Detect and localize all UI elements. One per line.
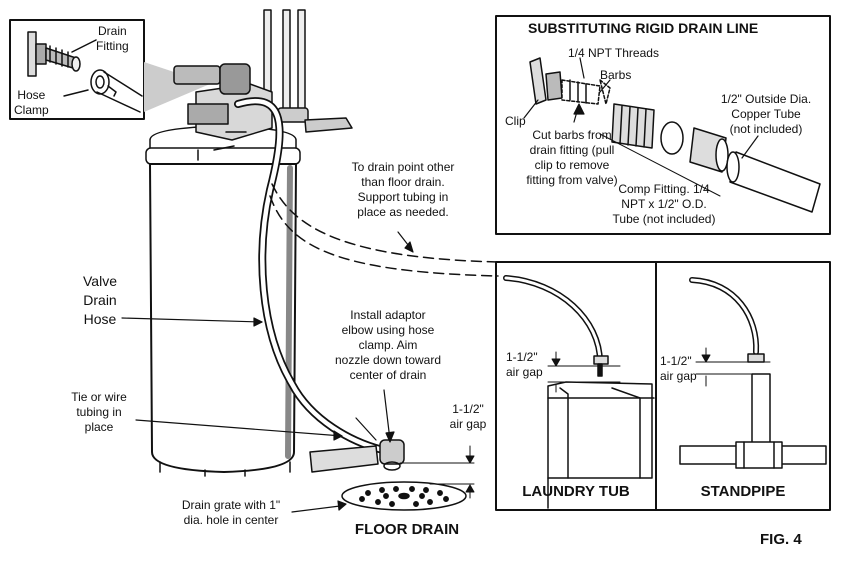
label-npt-threads: 1/4 NPT Threads [568,46,659,60]
label-floor-drain: FLOOR DRAIN [354,521,460,538]
label-clip: Clip [505,114,526,128]
label-tie-note: Tie or wire tubing in place [71,390,127,434]
label-standpipe-air-gap: 1-1/2" air gap [660,354,697,383]
standpipe-box [655,261,831,511]
standpipe-air-gap-marker [695,347,771,387]
valve-drain-hose [234,97,396,456]
rigid-leader-lines [523,57,759,159]
floor-drain-air-gap-marker [399,445,475,499]
label-cut-barbs: Cut barbs from drain fitting (pull clip … [526,128,618,187]
label-copper-tube: 1/2" Outside Dia. Copper Tube (not inclu… [720,92,812,136]
laundry-tub-box [495,261,657,511]
label-drain-grate-note: Drain grate with 1" dia. hole in center [181,498,281,527]
label-floor-air-gap: 1-1/2" air gap [449,402,487,431]
label-hose-clamp: Hose Clamp [14,88,49,117]
inset-callout-wedge [144,62,210,112]
water-softener-tank [145,125,301,477]
label-adaptor-note: Install adaptor elbow using hose clamp. … [334,308,442,382]
label-laundry-tub: LAUNDRY TUB [522,483,630,500]
floor-drain-assembly [309,439,467,511]
label-valve-drain-hose: Valve Drain Hose [83,273,117,327]
label-comp-fitting: Comp Fitting. 1/4 NPT x 1/2" O.D. Tube (… [612,182,716,226]
inset-hose-clamp-detail [9,19,145,120]
label-drain-point-note: To drain point other than floor drain. S… [351,160,455,219]
figure-label: FIG. 4 [760,531,802,548]
laundry-air-gap-marker [547,351,621,393]
label-standpipe: STANDPIPE [700,483,786,500]
label-laundry-air-gap: 1-1/2" air gap [506,350,543,379]
label-drain-fitting: Drain Fitting [96,24,129,53]
rigid-drain-line-box [495,15,831,235]
rigid-title: SUBSTITUTING RIGID DRAIN LINE [528,20,759,36]
alternate-drain-path [269,183,499,277]
control-valve-and-pipes [173,9,353,151]
label-barbs: Barbs [600,68,632,82]
leader-lines [121,231,414,513]
